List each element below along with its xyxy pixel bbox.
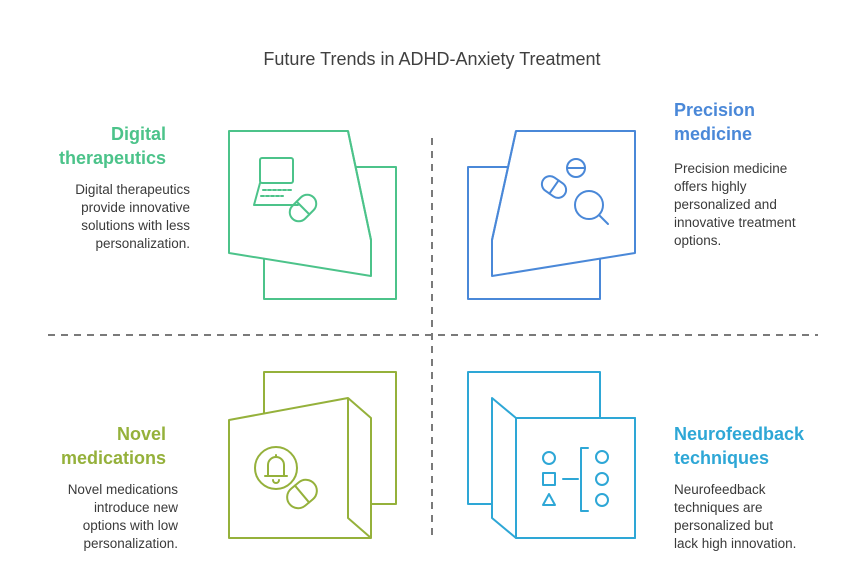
precision-box	[467, 130, 636, 300]
digital-desc-line: Digital therapeutics	[75, 182, 190, 197]
bell-pill-icon	[254, 446, 318, 510]
neuro-desc-line: personalized but	[674, 518, 774, 533]
digital-desc-line: provide innovative	[81, 200, 190, 215]
neuro-heading-line1: Neurofeedback	[674, 424, 805, 444]
shapes-mapping-icon	[542, 447, 609, 512]
pills-magnifier-icon	[540, 158, 609, 225]
precision-desc-line: innovative treatment	[674, 215, 796, 230]
novel-heading-line1: Novel	[116, 424, 166, 444]
neuro-desc-line: techniques are	[674, 500, 763, 515]
precision-desc-line: Precision medicine	[674, 161, 788, 176]
novel-heading-line2: medications	[60, 448, 166, 468]
novel-description: Novel medications introduce new options …	[20, 481, 178, 553]
neuro-desc-line: lack high innovation.	[674, 536, 797, 551]
digital-heading-line2: therapeutics	[58, 148, 166, 168]
neuro-description: Neurofeedback techniques are personalize…	[674, 481, 854, 553]
novel-desc-line: Novel medications	[67, 482, 178, 497]
neuro-desc-line: Neurofeedback	[674, 482, 766, 497]
precision-heading: Precision medicine	[674, 98, 834, 146]
neuro-heading-line2: techniques	[674, 448, 770, 468]
precision-desc-line: offers highly	[674, 179, 747, 194]
digital-heading: Digital therapeutics	[40, 122, 166, 170]
neuro-box	[467, 371, 636, 539]
novel-desc-line: personalization.	[83, 536, 178, 551]
novel-desc-line: options with low	[82, 518, 178, 533]
precision-desc-line: options.	[674, 233, 722, 248]
neuro-heading: Neurofeedback techniques	[674, 422, 854, 470]
precision-desc-line: personalized and	[674, 197, 777, 212]
precision-description: Precision medicine offers highly persona…	[674, 160, 844, 250]
precision-heading-line2: medicine	[674, 124, 753, 144]
novel-heading: Novel medications	[40, 422, 166, 470]
digital-desc-line: personalization.	[95, 236, 190, 251]
novel-desc-line: introduce new	[93, 500, 178, 515]
digital-desc-line: solutions with less	[81, 218, 190, 233]
page-title: Future Trends in ADHD-Anxiety Treatment	[263, 49, 601, 69]
precision-heading-line1: Precision	[674, 100, 756, 120]
digital-box	[228, 130, 397, 300]
novel-box	[228, 371, 397, 539]
laptop-pill-icon	[253, 157, 318, 223]
digital-heading-line1: Digital	[110, 124, 166, 144]
digital-description: Digital therapeutics provide innovative …	[30, 181, 190, 253]
